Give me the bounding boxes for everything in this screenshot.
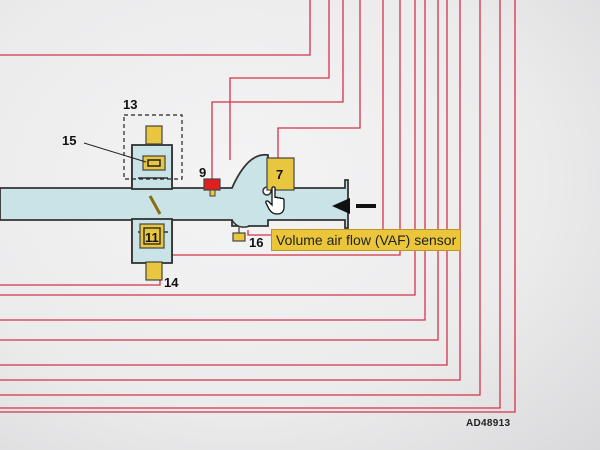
- label-11: 11: [145, 230, 159, 245]
- wire-top-4: [277, 0, 361, 162]
- components: [139, 125, 295, 281]
- throttle-housing-lower: [131, 218, 173, 264]
- hand-pointer-icon: [265, 186, 285, 215]
- wire-right-3: [0, 0, 416, 296]
- wire-right-7: [0, 0, 461, 381]
- wire-right-6: [0, 0, 448, 366]
- label-13: 13: [123, 97, 137, 112]
- label-16: 16: [249, 235, 263, 250]
- wire-right-8: [0, 0, 481, 396]
- wire-right-10: [0, 0, 516, 413]
- throttle-valve: [148, 195, 162, 215]
- label-9: 9: [199, 165, 206, 180]
- wire-top-3: [211, 0, 344, 180]
- wiring: [0, 0, 516, 413]
- wire-top-1: [0, 0, 311, 56]
- component-14[interactable]: [145, 261, 163, 281]
- leader-15: [83, 142, 147, 163]
- label-7: 7: [276, 167, 283, 182]
- component-11-frame: [143, 227, 161, 245]
- component-15[interactable]: [142, 155, 166, 171]
- component-13[interactable]: [145, 125, 163, 145]
- wire-14: [0, 268, 161, 286]
- wire-right-5: [0, 0, 439, 341]
- component-tooltip: Volume air flow (VAF) sensor: [271, 229, 462, 251]
- wire-top-2: [229, 0, 330, 160]
- wire-right-9: [0, 0, 501, 409]
- diagram-reference-code: AD48913: [466, 418, 511, 429]
- component-16[interactable]: [232, 232, 246, 242]
- component-13-boundary: [123, 114, 183, 180]
- arrow-left-icon: [332, 198, 376, 214]
- component-7[interactable]: [266, 157, 295, 191]
- label-15: 15: [62, 133, 76, 148]
- component-15-symbol: [147, 159, 161, 167]
- component-9[interactable]: [203, 178, 221, 191]
- wire-right-4: [0, 0, 426, 321]
- component-9-connector: [209, 189, 216, 197]
- label-14: 14: [164, 275, 179, 290]
